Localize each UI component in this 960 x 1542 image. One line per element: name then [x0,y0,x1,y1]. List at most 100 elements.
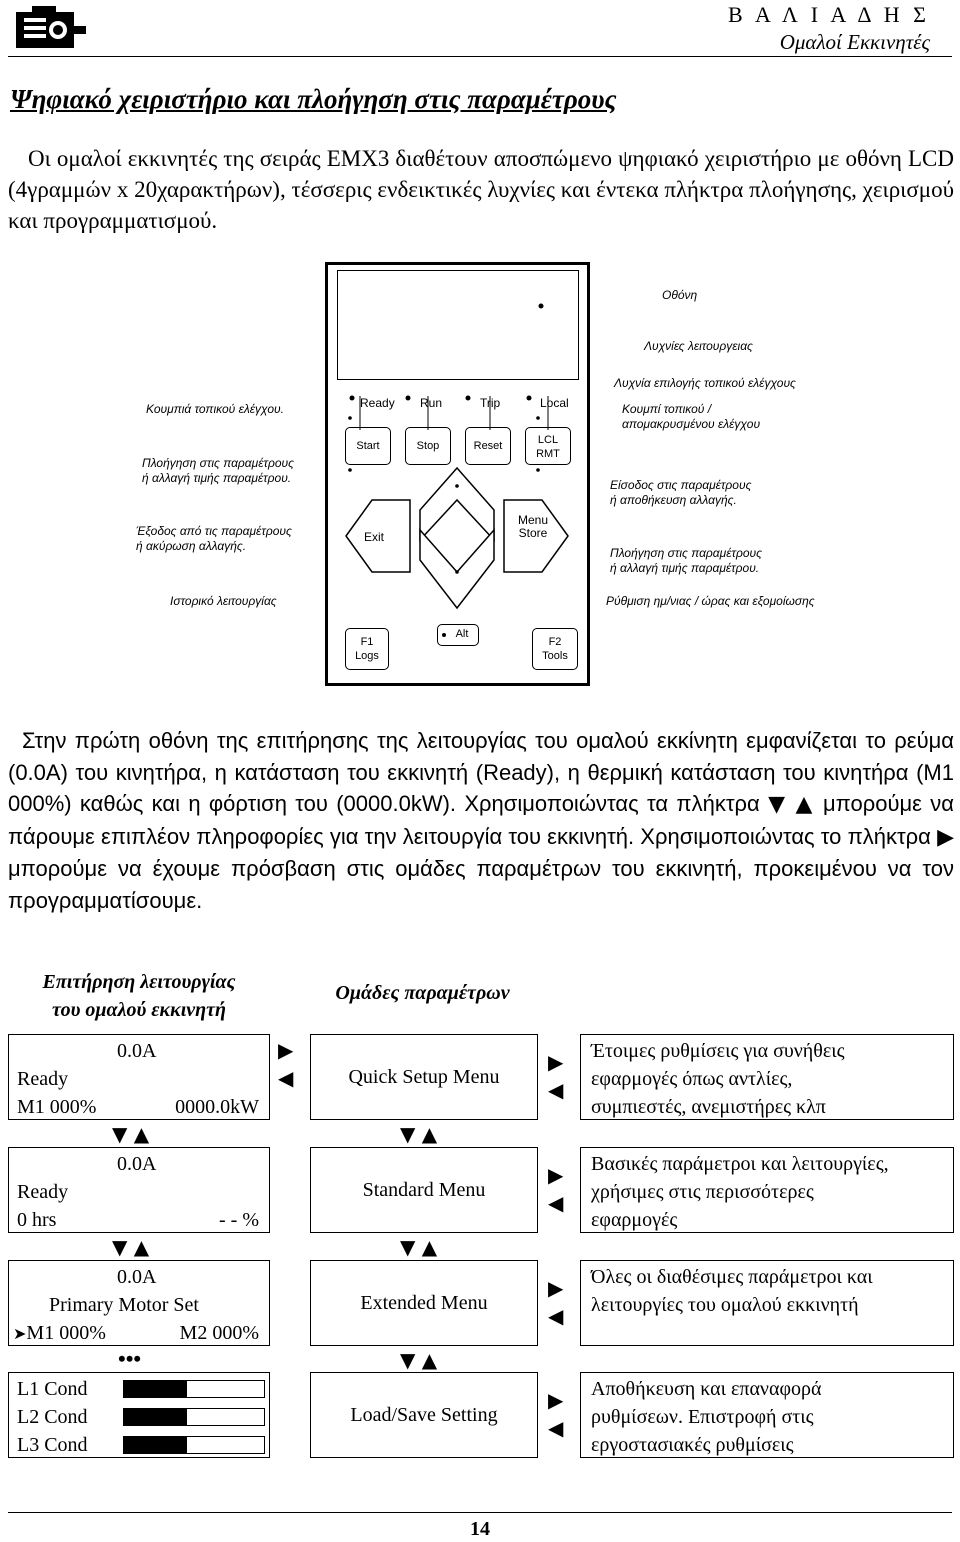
keypad-lcd [337,270,579,380]
screen-3-line3: ➤M1 000% [13,1319,106,1348]
screen-1-status: Ready [17,1068,69,1090]
f2-label: F2 [548,636,562,648]
exit-key[interactable] [346,500,410,572]
right-arrow-icon: ▶ [937,824,954,850]
alt-key[interactable]: Alt [437,624,479,646]
menu-standard: Standard Menu [310,1147,538,1233]
col1-title-2: του ομαλού εκκινητή [52,999,226,1021]
desc-extended: Όλες οι διαθέσιμες παράμετροι και λειτου… [580,1260,954,1346]
down-up-arrows-icon: ▼ ▲ [400,1122,438,1146]
menu-store-key[interactable] [504,500,568,572]
l1-bar [123,1380,265,1398]
reset-key-label: Reset [473,440,503,452]
up-key[interactable] [420,468,494,530]
l3-bar [123,1436,265,1454]
start-key-label: Start [356,440,380,452]
menu-load-save-label: Load/Save Setting [350,1404,498,1426]
down-up-arrows-icon: ▼ ▲ [400,1348,438,1372]
screen-1-thermal: M1 000% [17,1096,97,1118]
screen-3-current: 0.0A [117,1266,157,1288]
menu-standard-label: Standard Menu [362,1179,486,1201]
stop-key-label: Stop [416,440,440,452]
tools-label: Tools [542,650,568,662]
screen-3-m1: M1 000% [26,1322,106,1344]
right-arrow-icon: ▶ [548,1276,564,1300]
desc-standard-line: χρήσιμες στις περισσότερες [591,1181,814,1203]
label-exit-2: ή ακύρωση αλλαγής. [136,539,247,553]
screen-3-m2: M2 000% [179,1322,259,1344]
para2-part-c: μπορούμε να έχουμε πρόσβαση στις ομάδες … [8,856,954,913]
logs-label: Logs [355,650,379,662]
led-label-run: Run [420,396,443,410]
screen-4-row-1: L1 Cond [17,1378,88,1400]
down-arrow-icon: ▼ [768,792,788,817]
screen-1-power: 0000.0kW [175,1096,259,1118]
down-key[interactable] [420,540,494,608]
menu-load-save: Load/Save Setting [310,1372,538,1458]
desc-standard-line: Βασικές παράμετροι και λειτουργίες, [591,1153,889,1175]
desc-standard: Βασικές παράμετροι και λειτουργίες, χρήσ… [580,1147,954,1233]
menu-extended-label: Extended Menu [360,1292,488,1314]
left-arrow-icon: ◀ [548,1191,564,1215]
col1-title-1: Επιτήρηση λειτουργίας [42,971,236,993]
col2-title: Ομάδες παραμέτρων [335,982,510,1004]
label-nav-left-1: Πλοήγηση στις παραμέτρους [142,456,294,470]
intro-text: Οι ομαλοί εκκινητές της σειράς EMX3 διαθ… [8,146,954,233]
screen-3: 0.0A Primary Motor Set ➤M1 000% M2 000% [8,1260,270,1346]
label-nav-right-1: Πλοήγηση στις παραμέτρους [610,546,762,560]
page-title: Ψηφιακό χειριστήριο και πλοήγηση στις πα… [10,84,617,114]
label-nav-right-2: ή αλλαγή τιμής παραμέτρου. [610,561,760,575]
exit-key-label: Exit [364,530,385,544]
intro-paragraph: Οι ομαλοί εκκινητές της σειράς EMX3 διαθ… [8,143,954,236]
desc-load-save: Αποθήκευση και επαναφορά ρυθμίσεων. Επισ… [580,1372,954,1458]
desc-extended-line: λειτουργίες του ομαλού εκκινητή [591,1294,859,1316]
right-arrow-icon: ▶ [278,1038,294,1062]
keypad-panel [325,262,590,686]
company-logo [16,6,86,48]
label-leds: Λυχνίες λειτουργειας [644,339,753,353]
down-up-arrows-icon: ▼ ▲ [112,1235,150,1259]
menu-extended: Extended Menu [310,1260,538,1346]
footer-divider [8,1512,952,1513]
left-arrow-icon: ◀ [548,1416,564,1440]
start-key[interactable]: Start [345,427,391,465]
led-label-trip: Trip [480,396,501,410]
reset-key[interactable]: Reset [465,427,511,465]
label-local-button: Κουμπί τοπικού /απομακρυσμένου ελέγχου [622,402,760,432]
keypad-annotations [345,303,569,637]
lcl-label: LCL [537,434,559,446]
led-label-ready: Ready [360,396,395,410]
label-local-control: Κουμπιά τοπικού ελέγχου. [146,402,284,416]
para2-part-b: μπορούμε να πάρουμε επιπλέον πληροφορίες… [8,791,955,849]
label-nav-left-2: ή αλλαγή τιμής παραμέτρου. [142,471,292,485]
store-label: Store [518,526,548,540]
header-subtitle: Ομαλοί Εκκινητές [779,30,930,54]
up-arrow-icon: ▲ [795,792,815,817]
menu-quick-setup-label: Quick Setup Menu [348,1066,500,1088]
ellipsis-dots: ••• [118,1346,142,1371]
screen-2-percent: - - % [219,1209,259,1231]
alt-key-label: Alt [455,628,469,640]
screen-2: 0.0A Ready 0 hrs - - % [8,1147,270,1233]
left-arrow-icon: ◀ [548,1304,564,1328]
led-label-local: Local [540,396,569,410]
label-local-led: Λυχνία επιλογής τοπικού ελέγχους [614,376,796,390]
screen-2-status: Ready [17,1181,69,1203]
screen-4-row-2: L2 Cond [17,1406,88,1428]
label-enter-2: ή αποθήκευση αλλαγής. [610,493,737,507]
stop-key[interactable]: Stop [405,427,451,465]
screen-4: L1 Cond L2 Cond L3 Cond [8,1372,270,1458]
right-arrow-icon: ▶ [548,1050,564,1074]
l3-bar-fill [124,1437,187,1453]
menu-label: Menu [518,513,549,527]
monitoring-paragraph: Στην πρώτη οθόνη της επιτήρησης της λειτ… [8,725,954,916]
l2-bar [123,1408,265,1426]
f1-label: F1 [360,636,374,648]
para2-part-a: Στην πρώτη οθόνη της επιτήρησης της λειτ… [8,728,954,816]
col1-title: Επιτήρηση λειτουργίας του ομαλού εκκινητ… [8,968,270,1024]
